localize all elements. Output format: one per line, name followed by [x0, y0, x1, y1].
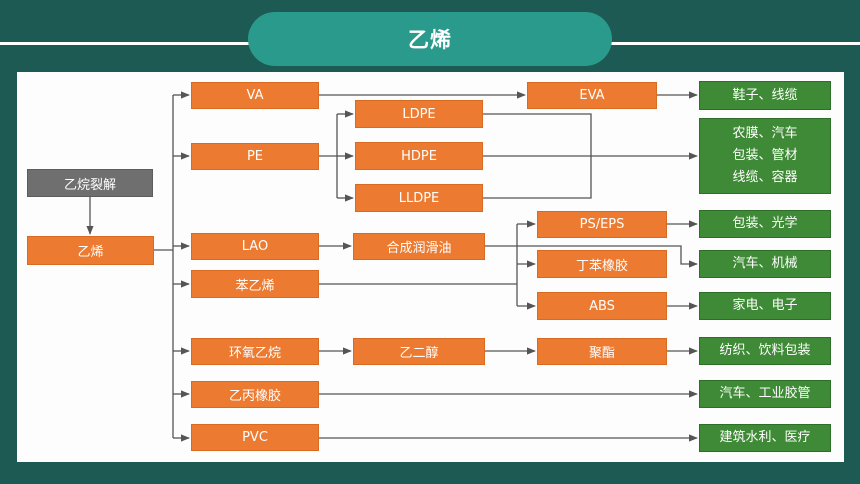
node-ethylene: 乙烯: [27, 236, 154, 265]
node-pe: PE: [191, 143, 319, 170]
use-appliances-electronics: 家电、电子: [699, 292, 831, 320]
node-ldpe: LDPE: [355, 100, 483, 128]
node-glycol: 乙二醇: [353, 338, 485, 365]
node-pvc: PVC: [191, 424, 319, 451]
flow-diagram-panel: 乙烷裂解 乙烯 VA PE LAO 苯乙烯 环氧乙烷 乙丙橡胶 PVC LDPE…: [17, 72, 844, 462]
use-textile-beverage: 纺织、饮料包装: [699, 337, 831, 365]
node-ps-eps: PS/EPS: [537, 211, 667, 238]
page-title: 乙烯: [248, 12, 612, 66]
use-auto-machinery: 汽车、机械: [699, 250, 831, 278]
node-va: VA: [191, 82, 319, 109]
header-rule-left: [0, 42, 250, 45]
use-pe-applications: 农膜、汽车 包装、管材 线缆、容器: [699, 118, 831, 194]
link-lubricant-out: [485, 245, 698, 268]
node-polyester: 聚酯: [537, 338, 667, 365]
link-lldpe-to-use: [483, 156, 592, 199]
node-abs: ABS: [537, 292, 667, 320]
use-pe-line-1: 农膜、汽车: [732, 126, 798, 141]
node-lldpe: LLDPE: [355, 184, 483, 212]
connector-lines: [86, 91, 698, 442]
link-ldpe-to-use: [483, 113, 592, 156]
use-auto-industrial-hose: 汽车、工业胶管: [699, 380, 831, 408]
node-ethane-cracking: 乙烷裂解: [27, 169, 153, 197]
use-packaging-optics: 包装、光学: [699, 210, 831, 238]
use-construction-medical: 建筑水利、医疗: [699, 424, 831, 452]
node-epr: 乙丙橡胶: [191, 381, 319, 408]
node-styrene: 苯乙烯: [191, 270, 319, 298]
node-lubricant: 合成润滑油: [353, 233, 485, 260]
node-sbr: 丁苯橡胶: [537, 250, 667, 278]
use-pe-line-3: 线缆、容器: [732, 170, 798, 185]
use-shoes-cables: 鞋子、线缆: [699, 81, 831, 110]
node-ethylene-oxide: 环氧乙烷: [191, 338, 319, 365]
node-eva: EVA: [527, 82, 657, 109]
use-pe-line-2: 包装、管材: [732, 148, 798, 163]
node-lao: LAO: [191, 233, 319, 260]
header-rule-right: [610, 42, 860, 45]
node-hdpe: HDPE: [355, 142, 483, 170]
